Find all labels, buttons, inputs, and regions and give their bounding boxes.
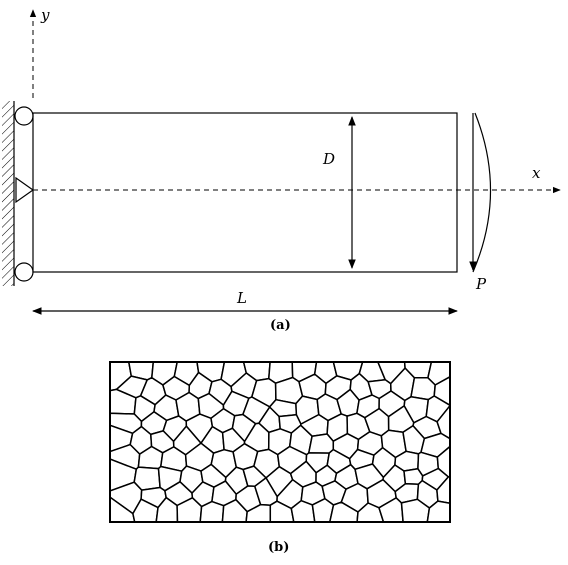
depth-label: D — [322, 150, 335, 168]
polygonal-mesh — [109, 361, 451, 523]
roller-support-top — [14, 106, 34, 126]
y-axis-label: y — [40, 6, 50, 24]
parabolic-load-curve — [472, 112, 492, 273]
pin-support — [15, 176, 35, 204]
mesh-border — [109, 361, 451, 523]
caption-a: (a) — [270, 318, 291, 333]
wall-hatching — [2, 101, 14, 286]
x-axis-label: x — [532, 164, 541, 182]
length-label: L — [236, 289, 247, 307]
mesh-cell — [308, 433, 335, 454]
mesh-cell — [410, 377, 436, 401]
beam-diagram: y x D P L (a) — [2, 6, 561, 333]
beam — [32, 112, 458, 273]
mesh-cells — [109, 361, 451, 523]
caption-b: (b) — [268, 540, 289, 555]
roller-support-bottom — [14, 262, 34, 282]
load-label: P — [475, 275, 487, 293]
